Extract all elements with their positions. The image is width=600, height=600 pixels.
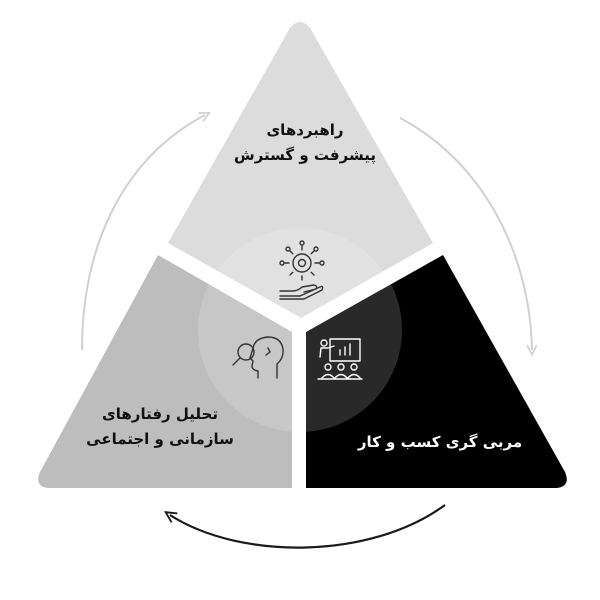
segment-right [306, 255, 567, 488]
segment-right-label: مربی گری کسب و کار [325, 430, 555, 455]
center-circle [198, 228, 402, 432]
cycle-arrow-right [399, 117, 532, 350]
segment-top-label: راهبردهای پیشرفت و گسترش [200, 118, 410, 168]
segment-top-line-1: راهبردهای [266, 121, 344, 139]
presentation-board-icon [317, 338, 363, 380]
segment-top-line-2: پیشرفت و گسترش [234, 146, 376, 164]
segment-left [38, 255, 293, 488]
cycle-arrow-left [81, 115, 205, 351]
segment-left-line-2: سازمانی و اجتماعی [86, 430, 234, 448]
segment-top [168, 22, 433, 318]
cycle-arrow-bottom [170, 504, 446, 549]
segment-right-line-1: مربی گری کسب و کار [357, 433, 523, 451]
gear-hand-icon [279, 240, 325, 300]
head-magnifier-icon [232, 336, 284, 379]
segment-left-line-1: تحلیل رفتارهای [102, 405, 218, 423]
segment-left-label: تحلیل رفتارهای سازمانی و اجتماعی [60, 402, 260, 452]
